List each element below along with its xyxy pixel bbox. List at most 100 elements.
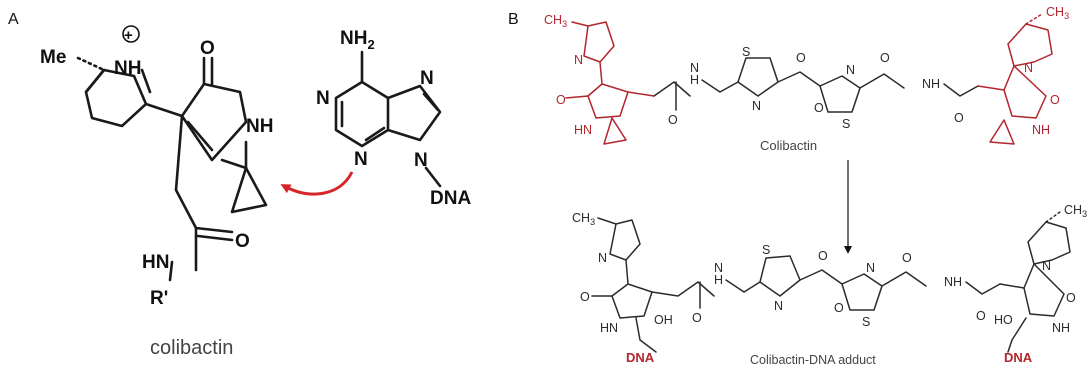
panel-a-caption: colibactin (150, 337, 233, 359)
adduct-right-ho: HO (994, 313, 1013, 327)
lactam-cc-double-bond (186, 120, 214, 152)
adduct-thiazole-2-n: N (866, 261, 875, 275)
adenine-structure: NH2 N N N N DNA (316, 28, 471, 209)
adduct-right-lactam (1023, 263, 1065, 317)
adenine-imidazole (386, 84, 442, 142)
adduct-right-n: N (1042, 259, 1051, 273)
adduct-thiazole-1 (759, 255, 801, 297)
panel-a: A Me + NH O NH (8, 11, 471, 359)
lactam-ring (180, 82, 248, 162)
pyrroline-nh-plus: NH (114, 58, 141, 79)
adduct-o-2: O (818, 249, 828, 263)
panel-a-colibactin-structure: Me + NH O NH (40, 25, 273, 309)
thiazole-1-s: S (742, 45, 750, 59)
linker-h-1: H (690, 73, 699, 87)
lactam-oxygen: O (200, 38, 215, 59)
adduct-h-1: H (714, 273, 723, 287)
adduct-left-dna-chain (635, 317, 657, 353)
adduct-right-pyrroline (999, 221, 1071, 289)
adduct-structure: CH3 N O HN OH DNA O N H S N O O N S (572, 203, 1087, 367)
left-cyclopropane (603, 117, 627, 145)
positive-charge-circle (122, 25, 140, 43)
pyrroline-lactam-link (144, 102, 184, 118)
colibactin-right-warhead: CH3 N O NH (977, 5, 1069, 145)
left-lactam-co (565, 95, 589, 99)
left-pyrroline-n: N (574, 53, 583, 67)
linker-ketone (859, 73, 905, 89)
imine-double-bond (140, 68, 152, 94)
adenine-n9: N (414, 150, 428, 171)
right-pyrroline (977, 23, 1053, 91)
dicarbonyl-o-1: O (796, 51, 806, 65)
dicarbonyl (777, 71, 821, 87)
methyl-hash-bond (76, 56, 106, 72)
linker-o-1: O (668, 113, 678, 127)
nucleophilic-attack-arrow (280, 171, 354, 196)
right-methyl-hash (1025, 13, 1043, 25)
left-pyrroline (571, 21, 615, 63)
panel-b: B CH3 N O HN O N H (508, 5, 1087, 367)
adduct-left-dna: DNA (626, 350, 655, 365)
adduct-o-1: O (692, 311, 702, 325)
linker-nh-2: NH (922, 77, 940, 91)
adenine-n1: N (316, 88, 330, 109)
adenine-nh2: NH2 (340, 28, 375, 52)
adenine-n7: N (420, 68, 434, 89)
adduct-left-n: N (598, 251, 607, 265)
adduct-right-methyl-hash (1045, 211, 1061, 223)
adduct-left-oh: OH (654, 313, 673, 327)
left-lactam-o: O (556, 93, 566, 107)
adduct-right-o: O (1066, 291, 1076, 305)
linker-amide-2 (943, 83, 979, 97)
right-lactam (1003, 65, 1047, 119)
adduct-ketone (881, 271, 927, 287)
adduct-left-lactam (611, 259, 653, 319)
left-lactam (587, 61, 629, 119)
adduct-caption: Colibactin-DNA adduct (750, 353, 876, 367)
linker-o-3: O (880, 51, 890, 65)
panel-a-label: A (8, 11, 19, 28)
r-prime: R' (150, 288, 168, 309)
cyclopropane-ring (230, 166, 268, 214)
adduct-o-3: O (834, 301, 844, 315)
left-lactam-hn: HN (574, 123, 592, 137)
adduct-right-nh: NH (1052, 321, 1070, 335)
adduct-left-o: O (580, 290, 590, 304)
acetamide-chain (174, 114, 198, 272)
adduct-left-ch3: CH3 (572, 211, 595, 227)
right-cyclopropane (989, 119, 1015, 145)
adduct-nh-2: NH (944, 275, 962, 289)
lactam-nh: NH (246, 116, 273, 137)
thiazole-1-n: N (752, 99, 761, 113)
amide-co-double (196, 234, 234, 242)
spiro-link (220, 158, 248, 170)
linker-n-1: N (690, 61, 699, 75)
adduct-left-hn: HN (600, 321, 618, 335)
adduct-dicarbonyl (799, 269, 843, 285)
adduct-o-4: O (902, 251, 912, 265)
n9-dna-bond (424, 166, 442, 188)
amide-hn: HN (142, 252, 169, 273)
nh-to-r-bond (168, 260, 174, 282)
adduct-thiazole-2 (841, 273, 883, 311)
adduct-thiazole-1-n: N (774, 299, 783, 313)
thiazole-2-s: S (842, 117, 850, 131)
colibactin-structure: CH3 N O HN O N H S N (544, 5, 1069, 153)
left-ch3: CH3 (544, 13, 567, 29)
amide-oxygen: O (235, 231, 250, 252)
adduct-left-pyrroline (597, 217, 641, 261)
right-lactam-nh: NH (1032, 123, 1050, 137)
adduct-right-dna: DNA (1004, 350, 1033, 365)
dicarbonyl-o-2: O (814, 101, 824, 115)
adduct-right-ch3: CH3 (1064, 203, 1087, 219)
linker-acetyl (653, 81, 691, 97)
adduct-right-dna-chain (1007, 317, 1027, 353)
colibactin-left-warhead: CH3 N O HN (544, 13, 655, 145)
adduct-n-1: N (714, 261, 723, 275)
adduct-amide-2 (965, 281, 1001, 295)
ring-helper (84, 68, 106, 94)
amide-co-bond (194, 226, 234, 234)
adenine-double-2 (364, 126, 386, 142)
positive-charge: + (124, 27, 133, 44)
